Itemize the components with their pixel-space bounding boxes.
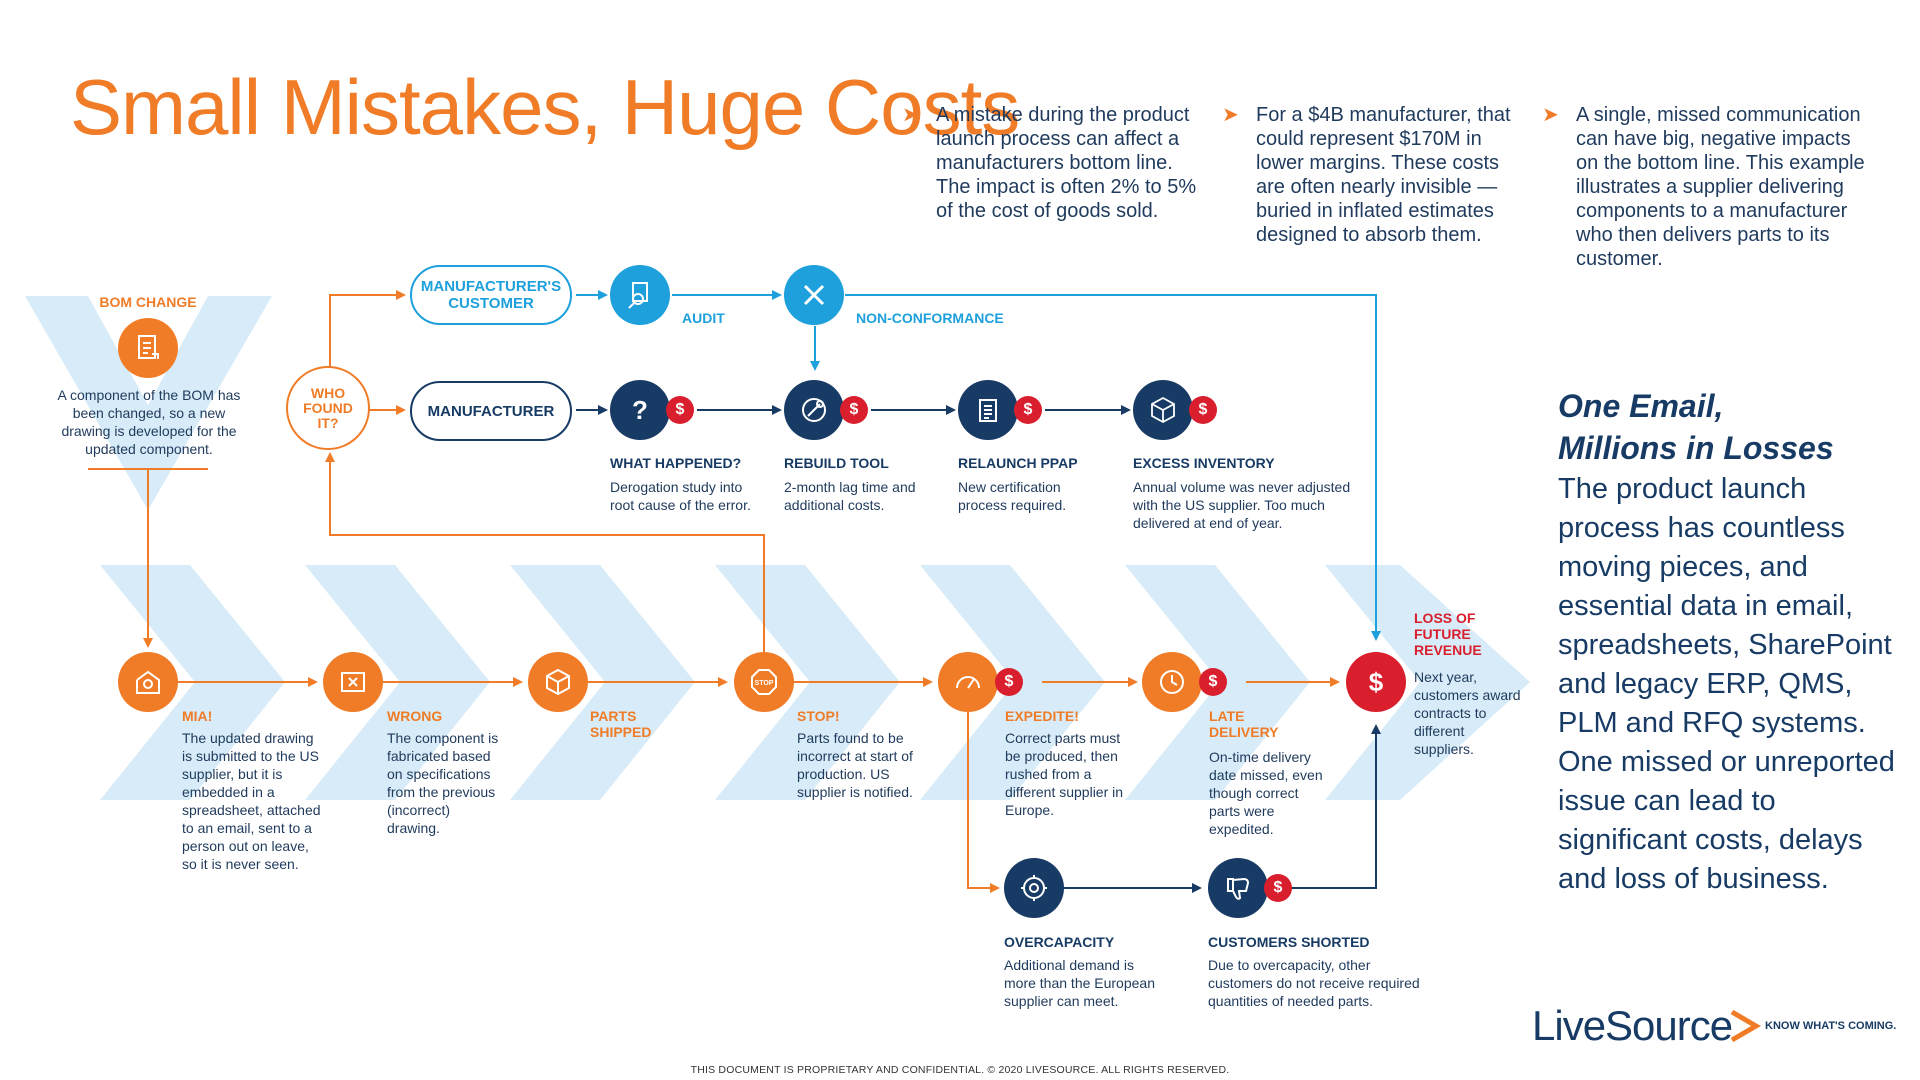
audit-node (610, 265, 670, 325)
rebuild-tool-label: REBUILD TOOL (784, 455, 889, 471)
document-icon (138, 335, 159, 359)
svg-text:?: ? (632, 395, 648, 425)
parts-shipped-node (528, 652, 588, 712)
customers-shorted-label: CUSTOMERS SHORTED (1208, 934, 1370, 950)
cost-dollar-icon: $ (1199, 668, 1227, 696)
side-body-text: The product launch process has countless… (1558, 473, 1895, 895)
svg-text:$: $ (1369, 667, 1384, 697)
cost-dollar-icon: $ (1014, 396, 1042, 424)
loss-of-future-revenue-label: LOSS OF FUTURE REVENUE (1414, 610, 1482, 658)
stop-sign-text: STOP (755, 680, 774, 687)
thumbs-down-icon (1227, 877, 1250, 900)
bom-change-label: BOM CHANGE (99, 294, 197, 310)
relaunch-ppap-label: RELAUNCH PPAP (958, 455, 1078, 471)
speedometer-icon (956, 676, 980, 689)
mia-node (118, 652, 178, 712)
manufacturers-customer-pill: MANUFACTURER'S CUSTOMER (410, 265, 572, 325)
rebuild-tool-node (784, 380, 844, 440)
customers-shorted-node (1208, 858, 1268, 918)
side-heading-line: Millions in Losses (1558, 430, 1834, 466)
wrong-label: WRONG (387, 708, 443, 724)
manufacturers-customer-label: MANUFACTURER'S CUSTOMER (420, 278, 562, 312)
cost-dollar-icon: $ (666, 396, 694, 424)
rebuild-tool-description: 2-month lag time and additional costs. (784, 479, 916, 513)
mia-description: The updated drawing is submitted to the … (182, 730, 321, 872)
intro-arrow-icon: ➤ (902, 104, 919, 126)
what-happened-node: ? (610, 380, 670, 440)
dollar-icon: $ (1369, 667, 1384, 697)
cost-dollar-icon: $ (995, 668, 1023, 696)
mia-label: MIA! (182, 708, 213, 724)
excess-inventory-description: Annual volume was never adjusted with th… (1133, 479, 1351, 531)
non-conformance-node (784, 265, 844, 325)
late-delivery-label: LATE DELIVERY (1209, 708, 1279, 740)
wrong-description: The component is fabricated based on spe… (387, 730, 499, 836)
overcapacity-description: Additional demand is more than the Europ… (1004, 957, 1155, 1009)
overcapacity-label: OVERCAPACITY (1004, 934, 1115, 950)
x-icon (803, 284, 825, 306)
who-found-node: WHO FOUND IT? (286, 366, 370, 450)
box-icon (546, 668, 570, 696)
late-delivery-node (1142, 652, 1202, 712)
loss-of-future-revenue-node: $ (1346, 652, 1406, 712)
cost-dollar-icon: $ (1264, 874, 1292, 902)
cost-dollar-icon: $ (840, 396, 868, 424)
non-conformance-label: NON-CONFORMANCE (856, 310, 1004, 326)
expedite-description: Correct parts must be produced, then rus… (1005, 730, 1124, 818)
clipboard-icon (979, 399, 997, 422)
stop-description: Parts found to be incorrect at start of … (797, 730, 913, 800)
what-happened-label: WHAT HAPPENED? (610, 455, 742, 471)
loss-of-future-revenue-description: Next year, customers award contracts to … (1414, 669, 1521, 757)
intro-arrow-icon: ➤ (1542, 104, 1559, 126)
gear-people-icon (1021, 875, 1047, 901)
x-document-icon (341, 672, 365, 692)
side-heading: One Email, Millions in Losses (1558, 385, 1834, 469)
parts-shipped-label: PARTS SHIPPED (590, 708, 652, 740)
intro-arrow-icon: ➤ (1222, 104, 1239, 126)
expedite-node (938, 652, 998, 712)
email-icon (136, 670, 160, 694)
audit-label: AUDIT (682, 310, 725, 326)
bom-change-description: A component of the BOM has been changed,… (57, 387, 241, 457)
intro-paragraph: For a $4B manufacturer, that could repre… (1256, 104, 1511, 246)
intro-paragraph: A single, missed communication can have … (1576, 104, 1865, 270)
question-icon: ? (632, 395, 648, 425)
search-document-icon (628, 282, 648, 309)
page-title: Small Mistakes, Huge Costs (70, 63, 1020, 151)
stop-node: STOP (734, 652, 794, 712)
excess-inventory-node (1133, 380, 1193, 440)
manufacturer-label: MANUFACTURER (427, 402, 555, 420)
side-heading-line: One Email, (1558, 388, 1724, 424)
chevron (25, 296, 272, 510)
footer-legal: THIS DOCUMENT IS PROPRIETARY AND CONFIDE… (690, 1064, 1230, 1076)
excess-inventory-label: EXCESS INVENTORY (1133, 455, 1275, 471)
wrong-node (323, 652, 383, 712)
customers-shorted-description: Due to overcapacity, other customers do … (1208, 957, 1420, 1009)
wrench-icon (802, 398, 826, 422)
late-delivery-description: On-time delivery date missed, even thoug… (1209, 749, 1323, 837)
manufacturer-pill: MANUFACTURER (410, 381, 572, 441)
livesource-logo-wordmark: LiveSource (1532, 1002, 1733, 1049)
who-found-label: WHO FOUND IT? (303, 384, 353, 431)
overcapacity-node (1004, 858, 1064, 918)
what-happened-description: Derogation study into root cause of the … (610, 479, 751, 513)
intro-paragraph: A mistake during the product launch proc… (936, 104, 1197, 222)
bom-change-node (118, 318, 178, 378)
livesource-logo-arrow-icon (1730, 1009, 1761, 1043)
stop-sign-icon: STOP (751, 669, 777, 695)
stop-label: STOP! (797, 708, 840, 724)
relaunch-ppap-description: New certification process required. (958, 479, 1067, 513)
expedite-label: EXPEDITE! (1005, 708, 1079, 724)
cost-dollar-icon: $ (1189, 396, 1217, 424)
relaunch-ppap-node (958, 380, 1018, 440)
cubes-icon (1151, 396, 1175, 424)
livesource-tagline: KNOW WHAT'S COMING. (1765, 1020, 1897, 1032)
clock-icon (1160, 670, 1184, 694)
